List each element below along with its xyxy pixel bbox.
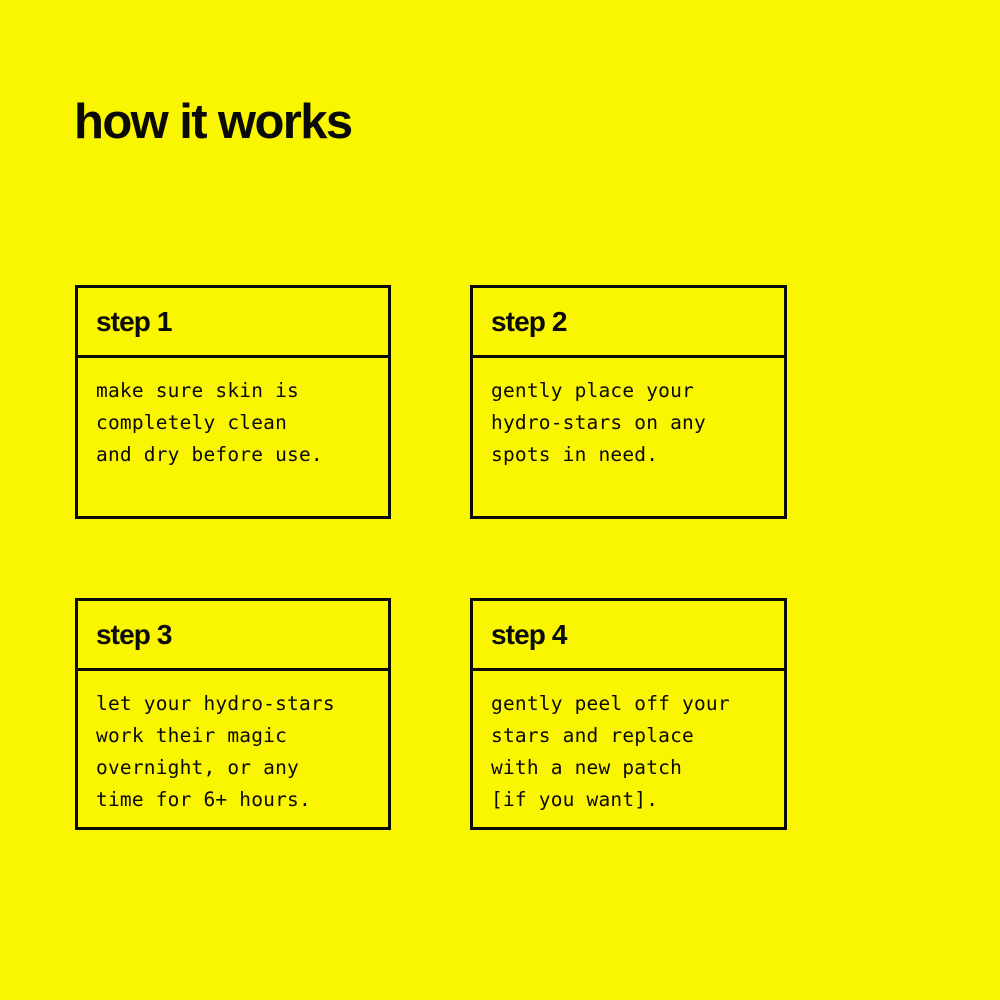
step-card-4-body: gently peel off your stars and replace w… — [473, 671, 784, 827]
step-card-1-header: step 1 — [78, 288, 388, 358]
step-card-2-header-label: step 2 — [491, 305, 567, 337]
step-card-2-header: step 2 — [473, 288, 784, 358]
step-card-1: step 1 make sure skin is completely clea… — [75, 285, 391, 519]
step-card-1-header-label: step 1 — [96, 305, 172, 337]
step-card-3: step 3 let your hydro-stars work their m… — [75, 598, 391, 830]
step-card-4-body-text: gently peel off your stars and replace w… — [491, 692, 730, 811]
step-card-3-body: let your hydro-stars work their magic ov… — [78, 671, 388, 827]
step-card-1-body-text: make sure skin is completely clean and d… — [96, 379, 323, 466]
step-card-2-body: gently place your hydro-stars on any spo… — [473, 358, 784, 516]
step-card-4: step 4 gently peel off your stars and re… — [470, 598, 787, 830]
step-card-2-body-text: gently place your hydro-stars on any spo… — [491, 379, 706, 466]
step-card-4-header-label: step 4 — [491, 618, 567, 650]
step-card-1-body: make sure skin is completely clean and d… — [78, 358, 388, 516]
step-card-3-body-text: let your hydro-stars work their magic ov… — [96, 692, 335, 811]
step-card-4-header: step 4 — [473, 601, 784, 671]
step-card-3-header: step 3 — [78, 601, 388, 671]
page-title: how it works — [74, 95, 353, 149]
step-card-3-header-label: step 3 — [96, 618, 172, 650]
step-card-2: step 2 gently place your hydro-stars on … — [470, 285, 787, 519]
steps-grid: step 1 make sure skin is completely clea… — [75, 285, 787, 830]
